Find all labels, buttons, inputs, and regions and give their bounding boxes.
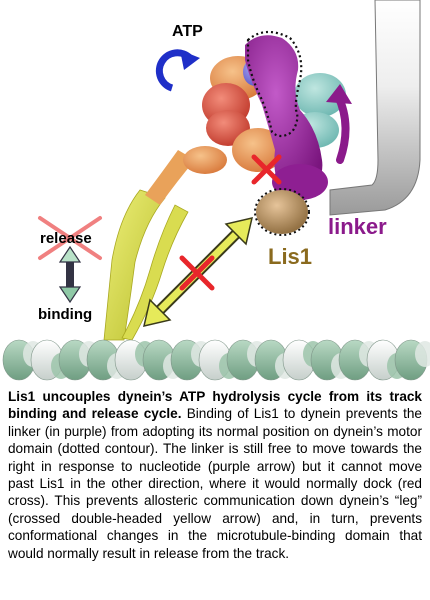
docking-cross-icon [251,154,282,185]
dynein-leg-orange [145,150,195,205]
lis1-protein [254,188,310,236]
caption-body: Binding of Lis1 to dynein prevents the l… [8,406,422,561]
binding-arrow-icon [58,245,82,304]
dynein-lis1-diagram: ATP release binding linker Lis1 [2,0,430,381]
caption-title: Lis1 uncouples dynein’s ATP hydrolysis c… [8,389,422,422]
linker-movement-arrow [326,84,352,164]
release-label: release [40,230,92,247]
atp-label: ATP [172,23,203,40]
lis1-label: Lis1 [268,244,312,269]
microtubule [2,339,430,381]
dynein-stalk [103,189,166,341]
linker-label: linker [328,214,387,239]
binding-label: binding [38,306,92,323]
atp-cycle-arrow-icon [155,49,200,92]
linker-domain [245,35,323,202]
allosteric-cross-icon [179,255,215,291]
coverslip-tether [329,0,421,216]
figure-caption: Lis1 uncouples dynein’s ATP hydrolysis c… [8,388,422,562]
microtubule-subunit [415,341,430,367]
release-cross-icon [38,216,102,260]
